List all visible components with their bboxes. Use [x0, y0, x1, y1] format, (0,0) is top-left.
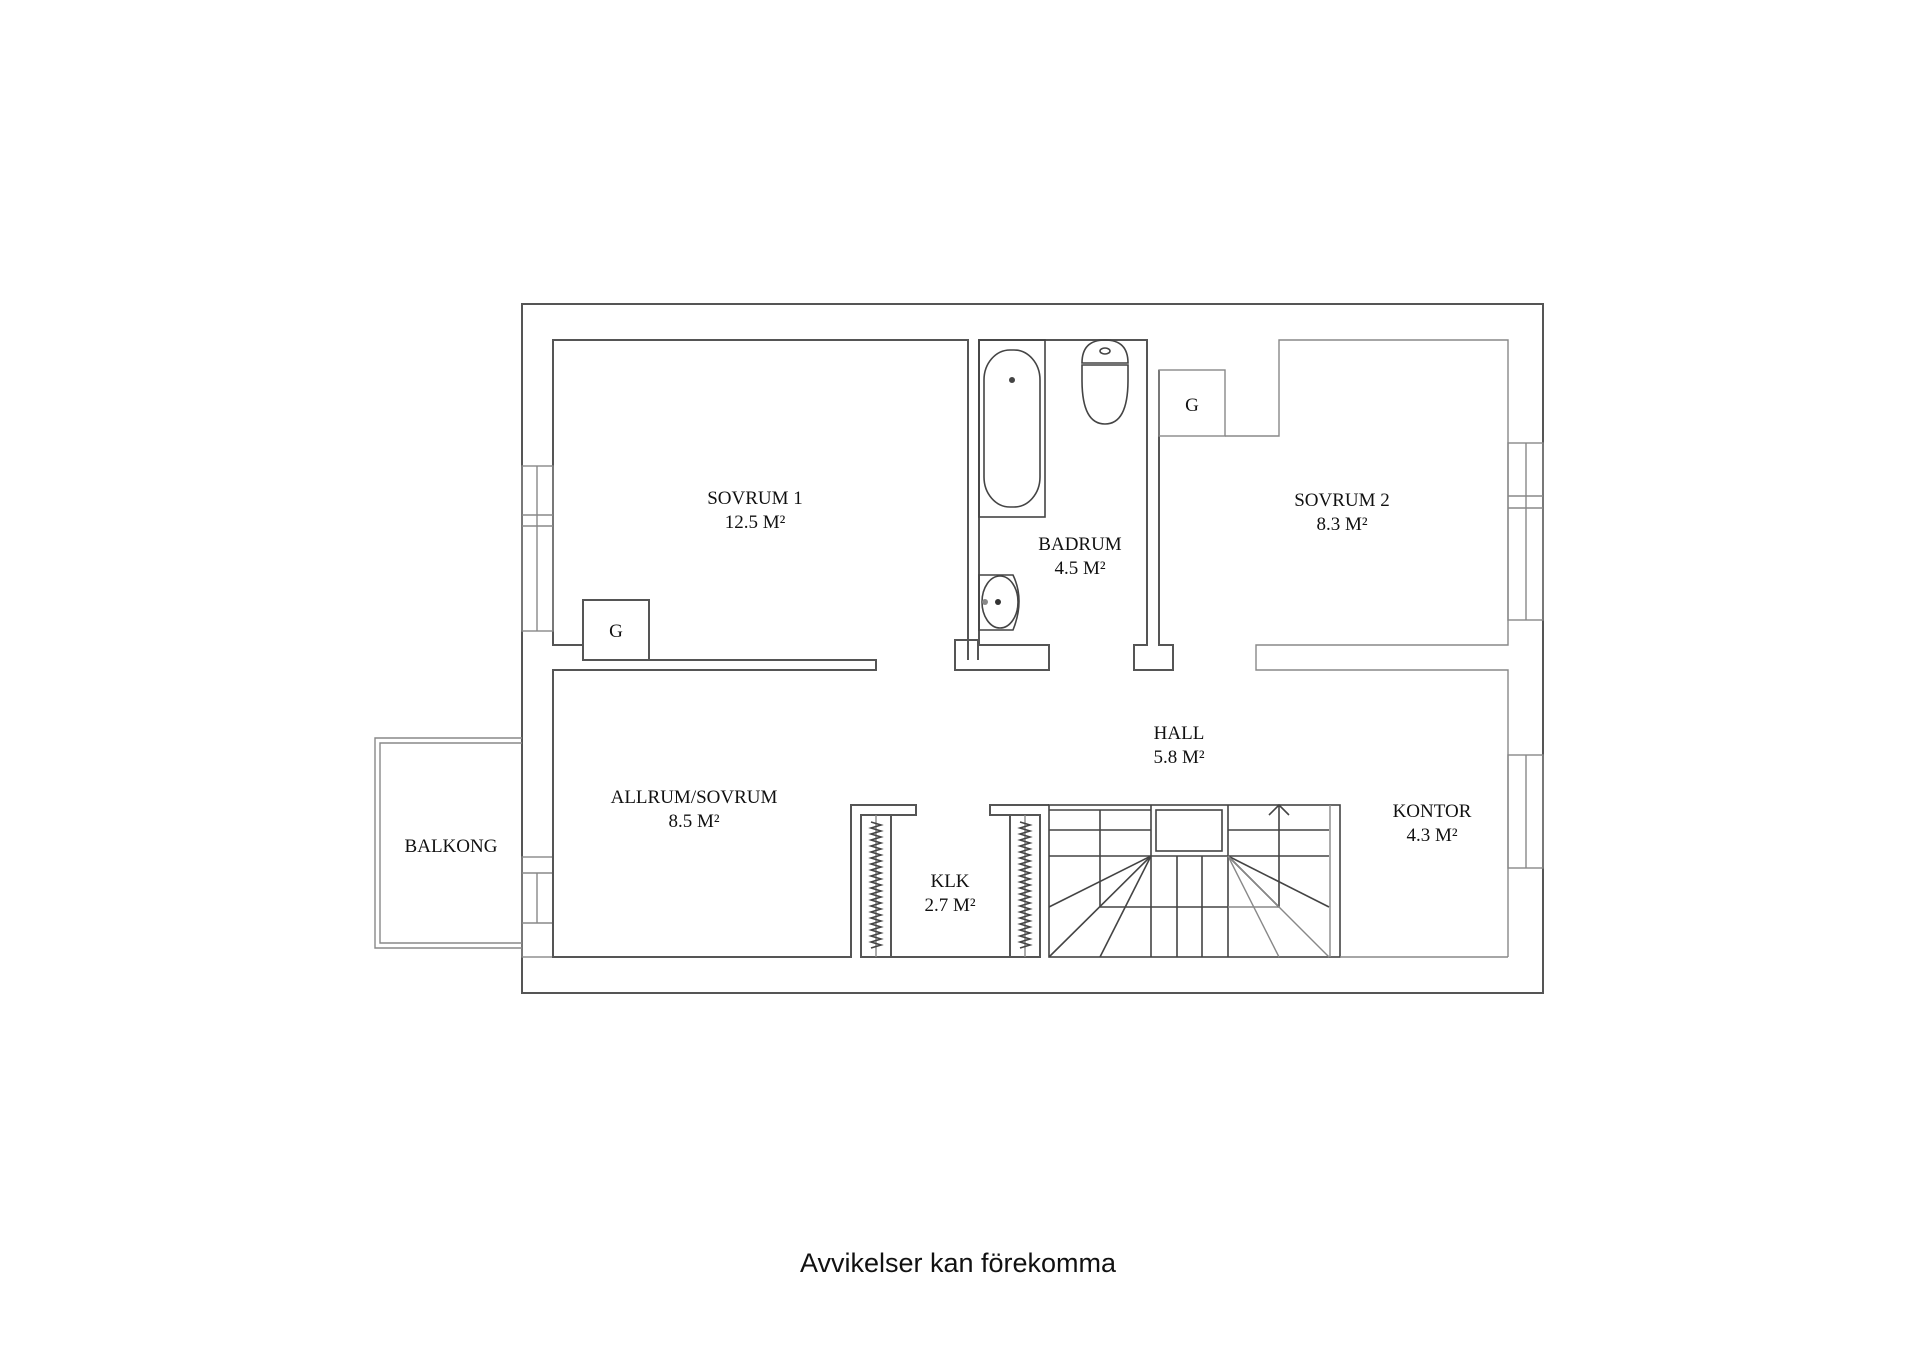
bathtub — [978, 339, 1046, 518]
room-name: ALLRUM/SOVRUM — [610, 787, 778, 808]
staircase — [1048, 803, 1341, 958]
wardrobe-label: G — [1185, 395, 1199, 416]
room-sovrum1: SOVRUM 1 12.5 M² — [707, 487, 803, 535]
room-area: 2.7 M² — [924, 895, 976, 916]
wardrobe-g-2 — [1158, 369, 1226, 437]
disclaimer-caption: Avvikelser kan förekomma — [799, 1248, 1117, 1278]
badrum-walls — [954, 339, 1174, 671]
sovrum2-walls — [1158, 339, 1509, 957]
room-name: BALKONG — [404, 836, 498, 857]
stair-direction-arrow — [1268, 803, 1290, 816]
room-name: SOVRUM 2 — [1294, 490, 1390, 511]
hanger-rails — [868, 821, 1033, 949]
balcony-outline — [374, 737, 522, 949]
outer-wall — [521, 303, 1544, 994]
room-badrum: BADRUM 4.5 M² — [1038, 533, 1121, 581]
room-area: 4.5 M² — [1054, 558, 1106, 579]
left-windows — [521, 465, 554, 958]
room-balkong: BALKONG — [405, 835, 498, 859]
right-windows — [1507, 442, 1544, 869]
wardrobe-g-1 — [582, 599, 650, 661]
room-area: 5.8 M² — [1153, 747, 1205, 768]
room-name: HALL — [1153, 723, 1205, 744]
room-kontor: KONTOR 4.3 M² — [1393, 800, 1472, 848]
room-name: SOVRUM 1 — [707, 488, 803, 509]
room-sovrum2: SOVRUM 2 8.3 M² — [1294, 489, 1390, 537]
room-hall: HALL 5.8 M² — [1153, 722, 1204, 770]
room-area: 8.5 M² — [668, 811, 720, 832]
wardrobe-label: G — [609, 621, 623, 642]
room-klk: KLK 2.7 M² — [924, 870, 975, 918]
room-area: 4.3 M² — [1406, 825, 1458, 846]
room-area: 12.5 M² — [724, 512, 786, 533]
sovrum1-walls — [552, 339, 969, 764]
room-allrum: ALLRUM/SOVRUM 8.5 M² — [611, 786, 778, 834]
room-name: BADRUM — [1038, 534, 1122, 555]
toilet — [1081, 339, 1129, 425]
room-area: 8.3 M² — [1316, 514, 1368, 535]
sink — [978, 574, 1020, 631]
room-name: KONTOR — [1392, 801, 1472, 822]
room-name: KLK — [930, 871, 970, 892]
